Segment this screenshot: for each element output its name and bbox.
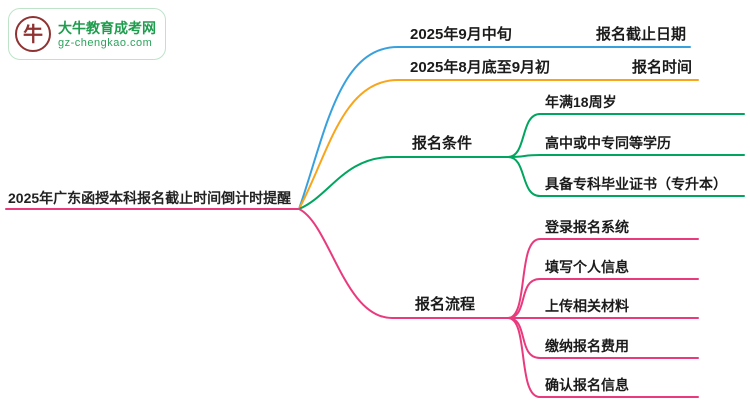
node-condition-age: 年满18周岁: [545, 94, 617, 110]
logo-url: gz-chengkao.com: [58, 36, 153, 49]
node-process-fill-info: 填写个人信息: [545, 259, 629, 275]
node-process: 报名流程: [415, 296, 476, 313]
logo-text: 大牛教育成考网 gz-chengkao.com: [58, 19, 156, 50]
connector-process: [298, 208, 509, 319]
node-process-confirm: 确认报名信息: [545, 377, 629, 393]
connector-deadline: [298, 46, 691, 210]
node-time-label: 报名时间: [632, 59, 693, 76]
connector-time: [298, 79, 699, 210]
connector-process-item-5: [507, 317, 699, 398]
logo: 牛 大牛教育成考网 gz-chengkao.com: [8, 8, 166, 60]
central-topic: 2025年广东函授本科报名截止时间倒计时提醒: [8, 190, 292, 206]
connector-conditions-item-3: [507, 156, 745, 197]
connector-process-item-1: [507, 238, 699, 319]
node-process-pay: 缴纳报名费用: [545, 338, 629, 354]
node-deadline-label: 报名截止日期: [596, 26, 687, 43]
node-condition-education: 高中或中专同等学历: [545, 135, 671, 151]
node-process-login: 登录报名系统: [545, 219, 629, 235]
connector-conditions: [298, 156, 509, 210]
connector-conditions-item-1: [507, 113, 745, 158]
connector-process-item-2: [507, 278, 699, 319]
bull-icon: 牛: [15, 16, 51, 52]
logo-title: 大牛教育成考网: [58, 19, 156, 36]
node-condition-diploma: 具备专科毕业证书（专升本）: [545, 176, 727, 192]
node-process-upload: 上传相关材料: [545, 298, 629, 314]
node-time-date: 2025年8月底至9月初: [410, 59, 551, 76]
connector-conditions-item-2: [507, 154, 745, 158]
node-deadline-date: 2025年9月中旬: [410, 26, 512, 43]
node-conditions: 报名条件: [412, 135, 473, 152]
